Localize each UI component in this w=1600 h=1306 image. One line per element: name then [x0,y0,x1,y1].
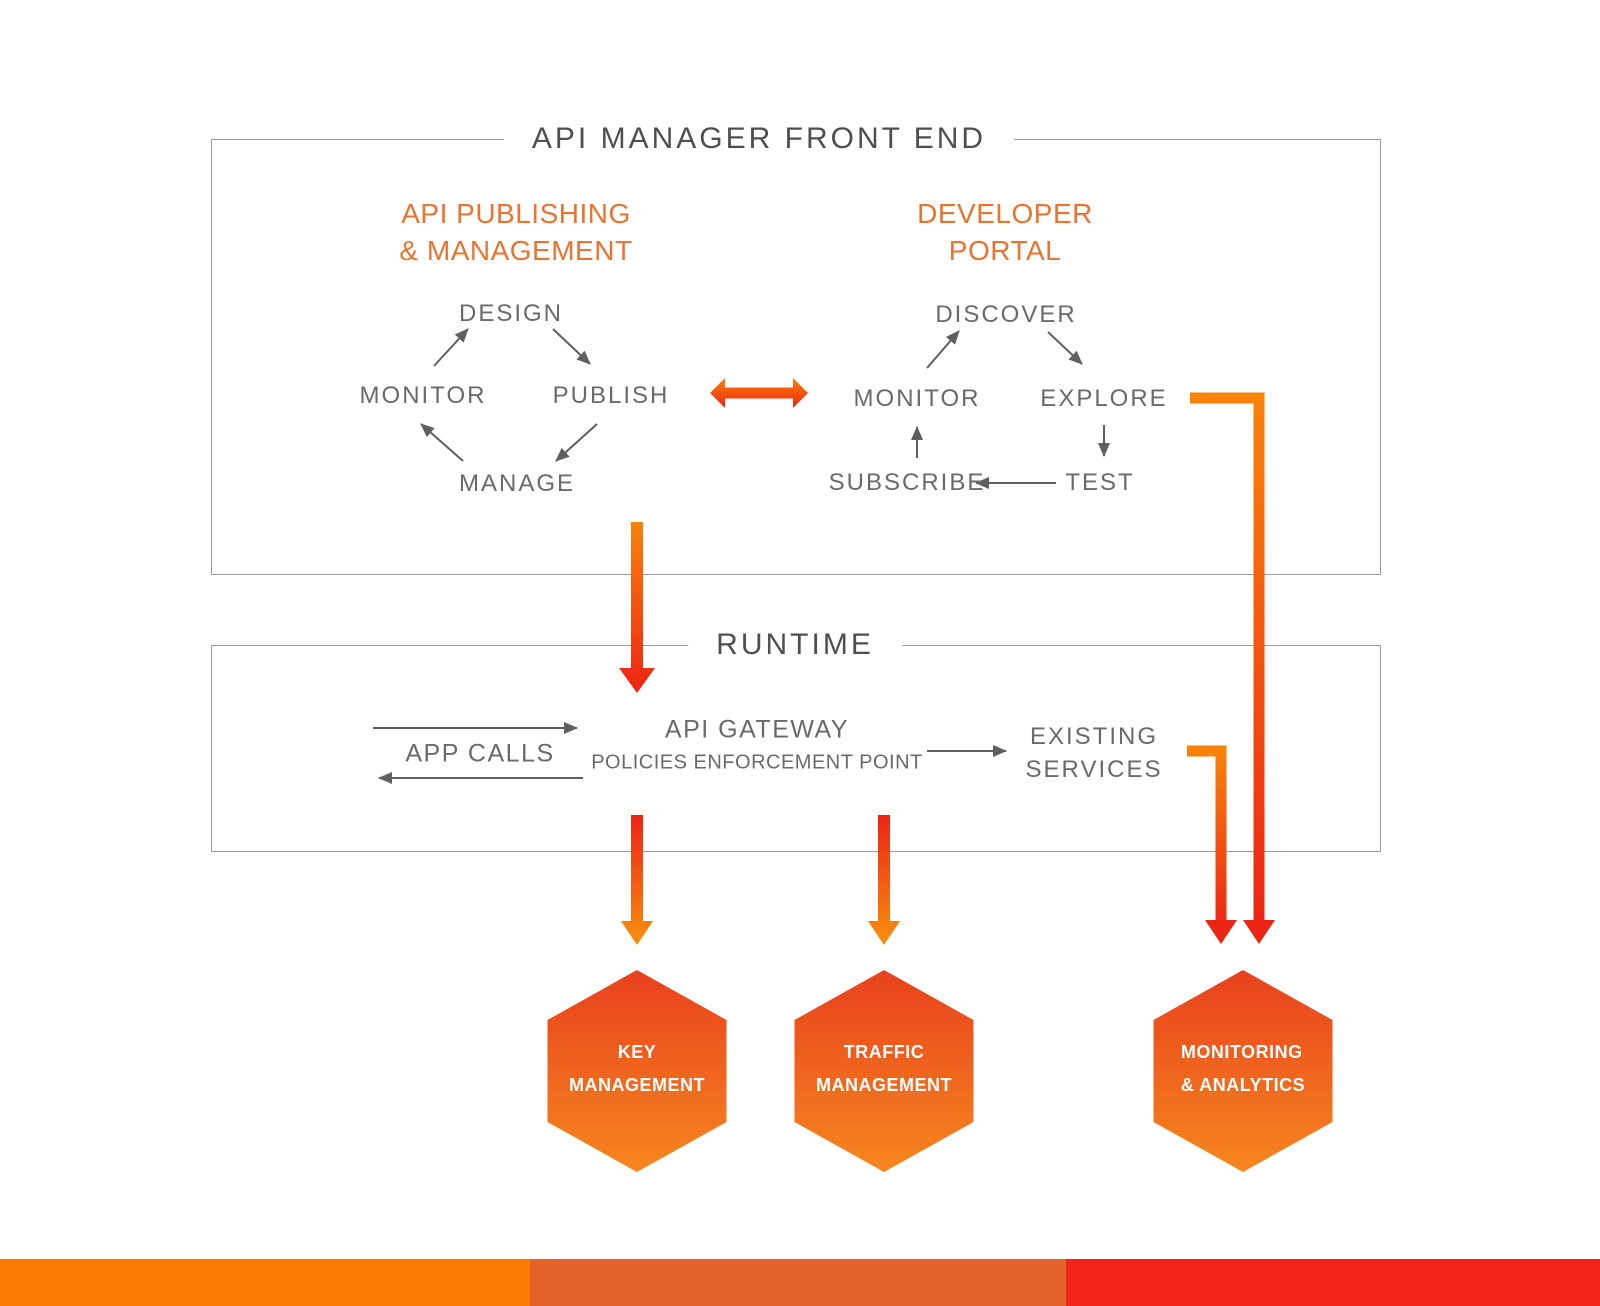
node-monitor-publishing: MONITOR [359,382,487,409]
portal-heading-line2: PORTAL [948,235,1062,266]
arrow-gateway-to-key-management [621,815,653,945]
footer-segment-dark-orange [530,1259,1066,1306]
hexagon-traffic-management [794,970,974,1172]
hexagon-monitoring-line1: MONITORING [1180,1042,1303,1062]
node-publish: PUBLISH [552,382,670,409]
arrowhead-explore-to-monitoring [1243,920,1275,944]
hexagon-key-label: KEY MANAGEMENT [569,1036,705,1102]
existing-services-label: EXISTING SERVICES [1026,720,1163,786]
footer-segment-red [1066,1259,1600,1306]
existing-services-line2: SERVICES [1025,756,1163,783]
arrow-manage-to-monitor [420,423,464,462]
arrow-frontend-to-gateway [619,522,655,693]
runtime-box-title: RUNTIME [688,628,902,662]
line-explore-to-monitoring [1190,392,1265,921]
hexagon-traffic-line1: TRAFFIC [843,1042,925,1062]
publishing-heading-line1: API PUBLISHING [401,198,631,229]
hexagon-key-management [547,970,727,1172]
portal-heading: DEVELOPER PORTAL [917,195,1093,269]
api-gateway-line1: API GATEWAY [664,715,850,744]
hexagon-monitoring-line2: & ANALYTICS [1180,1075,1306,1095]
hexagon-monitoring-analytics [1153,970,1333,1172]
node-explore: EXPLORE [1040,385,1168,412]
api-gateway-line2: POLICIES ENFORCEMENT POINT [591,751,923,774]
frontend-box-title: API MANAGER FRONT END [503,122,1015,156]
arrowhead-existing-services-to-monitoring [1205,920,1237,944]
publishing-heading: API PUBLISHING & MANAGEMENT [399,195,632,269]
line-existing-services-to-monitoring [1187,745,1227,921]
hexagon-key-line2: MANAGEMENT [569,1075,705,1095]
app-calls-label: APP CALLS [405,739,555,768]
arrow-publishing-portal-bidirectional [710,378,808,408]
node-test: TEST [1065,469,1135,496]
api-gateway-label: API GATEWAY POLICIES ENFORCEMENT POINT [591,716,923,775]
node-design: DESIGN [458,300,564,327]
arrow-publish-to-manage [555,423,598,462]
hexagon-traffic-line2: MANAGEMENT [816,1075,952,1095]
node-manage: MANAGE [458,470,576,497]
node-monitor-portal: MONITOR [853,385,981,412]
footer-color-bar [0,1259,1600,1306]
arrow-design-to-publish [552,328,591,365]
hexagon-monitoring-label: MONITORING & ANALYTICS [1181,1036,1305,1102]
arrow-monitor-to-discover [926,330,960,369]
arrow-discover-to-explore [1047,331,1083,365]
footer-segment-orange [0,1259,530,1306]
portal-heading-line1: DEVELOPER [917,198,1093,229]
node-discover: DISCOVER [935,301,1077,328]
arrow-monitor-to-design [433,328,469,367]
arrow-gateway-to-traffic-management [868,815,900,945]
hexagon-key-line1: KEY [617,1042,657,1062]
hexagon-traffic-label: TRAFFIC MANAGEMENT [816,1036,952,1102]
node-subscribe: SUBSCRIBE [828,469,986,496]
publishing-heading-line2: & MANAGEMENT [399,235,633,266]
existing-services-line1: EXISTING [1029,723,1159,750]
